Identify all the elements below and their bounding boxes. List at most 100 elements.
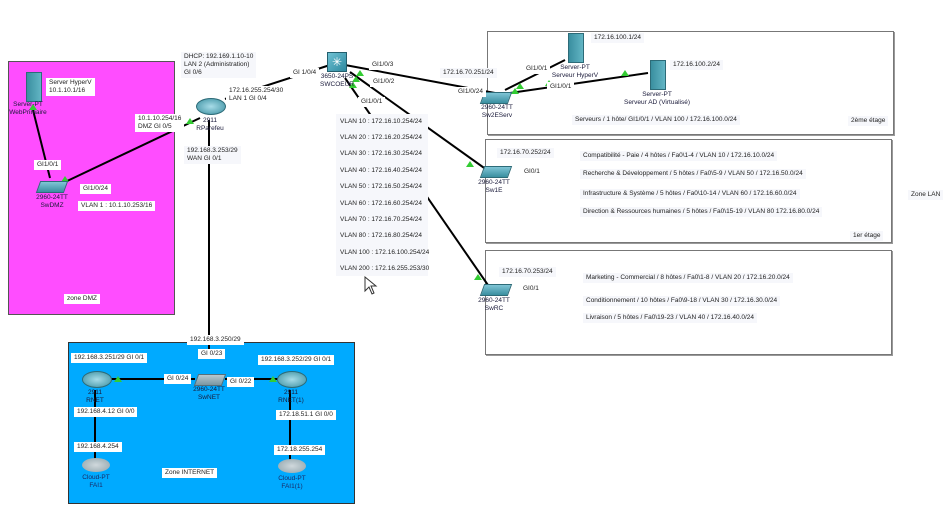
note-rnet1-lan: 172.18.51.1 GI 0/0 <box>276 410 336 420</box>
note-rnet1-wan: 192.168.3.252/29 GI 0/1 <box>258 355 335 365</box>
note-dmz-gi24: GI1/0/24 <box>80 184 111 194</box>
floor1-label: 1er étage <box>850 231 884 241</box>
vlan-item: VLAN 60 : 172.16.60.254/24 <box>340 200 423 207</box>
cloud-icon[interactable] <box>82 458 110 472</box>
vlan-item: VLAN 80 : 172.16.80.254/24 <box>340 232 423 239</box>
server-icon[interactable] <box>650 60 666 90</box>
link-up-indicator <box>186 118 194 124</box>
zone-dmz-label: zone DMZ <box>64 294 100 304</box>
note-swrc-ip: 172.16.70.253/24 <box>499 267 556 277</box>
note-serv-ip: 172.16.70.251/24 <box>440 68 497 78</box>
router-icon[interactable] <box>277 371 307 388</box>
link-up-indicator <box>61 176 69 182</box>
note-serv-gi24: GI1/0/24 <box>455 87 486 97</box>
note-sw1e-ip: 172.16.70.252/24 <box>497 148 554 158</box>
dept-item: Direction & Ressources humaines / 5 hôte… <box>580 207 823 217</box>
link-up-indicator <box>516 83 524 89</box>
multilayer-switch-icon[interactable]: ✳ <box>327 52 347 72</box>
link-up-indicator <box>352 76 360 82</box>
switch-icon[interactable] <box>35 181 69 193</box>
zone-lan-label: Zone LAN <box>908 190 944 200</box>
vlan-item: VLAN 40 : 172.16.40.254/24 <box>340 167 423 174</box>
dept-item: Marketing - Commercial / 8 hôtes / Fa0\1… <box>583 273 793 283</box>
note-ad-ip: 172.16.100.2/24 <box>670 60 723 70</box>
link-up-indicator <box>511 88 519 94</box>
dept-item: Infrastructure & Système / 5 hôtes / Fa0… <box>580 189 800 199</box>
note-rnet-lan: 192.168.4.12 GI 0/0 <box>74 407 138 417</box>
dept-item: Recherche & Développement / 5 hôtes / Fa… <box>580 169 806 179</box>
note-dmz-gi1: GI1/0/1 <box>34 160 62 170</box>
router-icon[interactable] <box>82 371 112 388</box>
note-fai1-ip: 192.168.4.254 <box>74 442 122 452</box>
server-icon[interactable] <box>26 72 42 102</box>
vlan-item: VLAN 10 : 172.16.10.254/24 <box>340 118 423 125</box>
vlan-item: VLAN 30 : 172.16.30.254/24 <box>340 150 423 157</box>
note-swrc-gi: GI0/1 <box>520 284 542 294</box>
switch-icon[interactable] <box>193 374 227 386</box>
vlan-item: VLAN 200 : 172.16.255.253/30 <box>340 265 430 272</box>
link-up-indicator <box>29 104 37 110</box>
note-coeur-gi102: GI1/0/2 <box>370 77 398 87</box>
link-up-indicator <box>356 70 364 76</box>
wire-sw2eserv-ad <box>509 72 649 94</box>
link-up-indicator <box>269 376 277 382</box>
vlan-item: VLAN 100 : 172.16.100.254/24 <box>340 249 430 256</box>
vlan-list <box>336 114 428 276</box>
floor2-label: 2ème étage <box>848 116 889 126</box>
note-sw1e-gi: GI0/1 <box>521 167 543 177</box>
dept-item: Compatibilité - Paie / 4 hôtes / Fa0\1-4… <box>580 151 778 161</box>
note-rnet-wan: 192.168.3.251/29 GI 0/1 <box>71 353 148 363</box>
vlan-item: VLAN 50 : 172.16.50.254/24 <box>340 183 423 190</box>
link-up-indicator <box>114 376 122 382</box>
note-fai2-ip: 172.18.255.254 <box>274 445 326 455</box>
dept-item: Conditionnement / 10 hôtes / Fa0\9-18 / … <box>583 296 781 306</box>
router-icon[interactable] <box>196 98 226 115</box>
note-serv-gi1b: GI1/0/1 <box>547 82 575 92</box>
vlan-item: VLAN 20 : 172.16.20.254/24 <box>340 134 423 141</box>
switch-icon[interactable] <box>479 284 513 296</box>
note-coeur-gi103: GI1/0/3 <box>369 60 397 70</box>
switch-icon[interactable] <box>479 166 513 178</box>
mouse-cursor-icon <box>364 276 378 295</box>
link-up-indicator <box>474 274 482 280</box>
cloud-icon[interactable] <box>278 459 306 473</box>
note-coeur-gi101: GI1/0/1 <box>358 97 386 107</box>
note-serv-summary: Serveurs / 1 hôte/ GI1/0/1 / VLAN 100 / … <box>572 115 740 125</box>
link-up-indicator <box>466 161 474 167</box>
link-up-indicator <box>621 70 629 76</box>
note-net-top-ip: 192.168.3.250/29 <box>187 335 244 345</box>
note-serv-gi1a: GI1/0/1 <box>523 64 551 74</box>
link-up-indicator <box>349 82 357 88</box>
zone-internet-label: Zone INTERNET <box>162 468 218 478</box>
note-coeur-gi104: GI 1/0/4 <box>290 68 320 78</box>
note-net-gi22: GI 0/22 <box>227 377 255 387</box>
dept-item: Livraison / 5 hôtes / Fa0\19-23 / VLAN 4… <box>583 313 758 323</box>
vlan-item: VLAN 70 : 172.16.70.254/24 <box>340 216 423 223</box>
wire-sw2eserv-hyperv <box>504 59 566 91</box>
note-net-gi24: GI 0/24 <box>164 374 192 384</box>
note-dmz-vlan1: VLAN 1 : 10.1.10.253/16 <box>78 201 156 211</box>
note-net-gi23: GI 0/23 <box>198 349 226 359</box>
server-icon[interactable] <box>568 33 584 63</box>
note-hyperv-ip: 172.16.100.1/24 <box>591 33 644 43</box>
